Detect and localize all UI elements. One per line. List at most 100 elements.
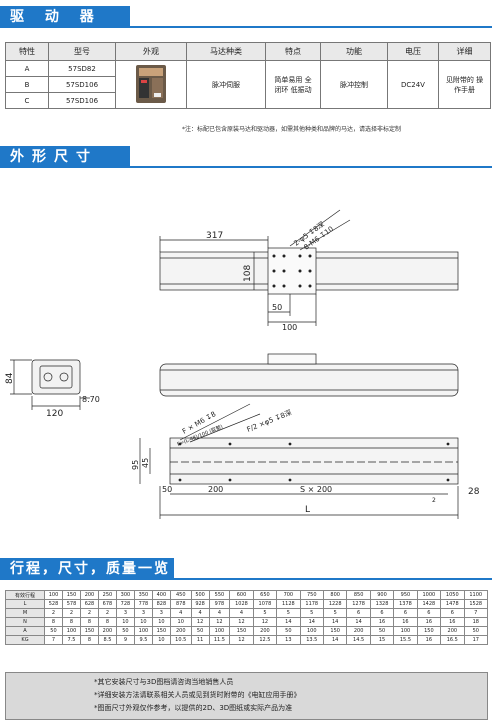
dim-200: 200 (208, 485, 223, 494)
table-cell: 12 (229, 635, 254, 645)
table-cell: 600 (229, 590, 254, 600)
table-cell: 50 (369, 626, 395, 636)
table-cell: 900 (369, 590, 395, 600)
table-cell: 528 (44, 599, 63, 609)
table-cell: 1528 (463, 599, 488, 609)
row-label: A (5, 626, 45, 636)
row-label: B (5, 76, 49, 93)
section-outline-title: 外形尺寸 (0, 146, 130, 168)
table-row: B 57SD106 (5, 76, 491, 93)
table-cell: 4 (169, 608, 192, 618)
table-cell: 50 (276, 626, 301, 636)
table-cell: 800 (322, 590, 348, 600)
motor-type-cell: 脉冲伺服 (186, 60, 266, 109)
table-cell: 1050 (440, 590, 465, 600)
table-cell: 3 (115, 608, 135, 618)
table-cell: 11 (190, 635, 210, 645)
dim-28: 28 (468, 487, 480, 497)
table-cell: 150 (151, 626, 171, 636)
table-cell: 200 (346, 626, 371, 636)
table-cell: 9 (115, 635, 135, 645)
table-cell: 928 (190, 599, 210, 609)
table-cell: 450 (169, 590, 192, 600)
table-cell: 150 (229, 626, 254, 636)
table-cell: 10 (151, 617, 171, 627)
table-cell: 12.5 (252, 635, 278, 645)
table-cell: 3 (133, 608, 153, 618)
note-line: *其它安装尺寸与3D图档请咨询当地销售人员 (94, 678, 234, 686)
row-label: C (5, 92, 49, 109)
table-cell: 8 (61, 617, 81, 627)
table-cell: 2 (61, 608, 81, 618)
table-cell: 6 (416, 608, 442, 618)
dim-108: 108 (243, 265, 253, 282)
table-cell: 14 (322, 617, 348, 627)
top-view (159, 209, 459, 326)
table-cell: 3 (151, 608, 171, 618)
voltage-cell: DC24V (387, 60, 439, 109)
table-cell: 6 (369, 608, 395, 618)
table-cell: 1100 (463, 590, 488, 600)
table-cell: 828 (151, 599, 171, 609)
model-cell: 57SD106 (48, 92, 116, 109)
drive-table: 特性 型号 外观 马达种类 特点 功能 电压 详细 A 57SD82 脉冲伺服 … (5, 42, 491, 109)
table-cell: 8 (97, 617, 117, 627)
table-cell: 7 (44, 635, 63, 645)
table-cell: 678 (97, 599, 117, 609)
table-cell: 14 (322, 635, 348, 645)
table-cell: 50 (44, 626, 63, 636)
header-cell: 电压 (387, 42, 439, 61)
table-cell: 8 (79, 617, 99, 627)
dim-s: S × 200 (300, 485, 332, 494)
table-cell: 6 (440, 608, 465, 618)
table-cell: 1128 (276, 599, 301, 609)
section-drive-title: 驱 动 器 (0, 6, 130, 28)
section-stroke-title: 行程，尺寸，质量一览表 (0, 558, 174, 599)
table-cell: 100 (393, 626, 418, 636)
table-cell: 12 (229, 617, 254, 627)
detail-cell: 见附带的 操作手册 (438, 60, 491, 109)
table-cell: 7.5 (61, 635, 81, 645)
table-cell: 15.5 (393, 635, 418, 645)
table-cell: 1378 (393, 599, 418, 609)
header-cell: 型号 (48, 42, 116, 61)
table-cell: 750 (299, 590, 324, 600)
dim-50-bottom: 50 (162, 485, 172, 494)
table-cell: 10 (115, 617, 135, 627)
dim-l: L (305, 505, 310, 515)
table-cell: 2 (44, 608, 63, 618)
table-cell: 1228 (322, 599, 348, 609)
model-cell: 57SD82 (48, 60, 116, 77)
table-cell: 14.5 (346, 635, 371, 645)
section-stroke-rule (0, 578, 492, 580)
row-label: N (5, 617, 45, 627)
table-cell: 10 (151, 635, 171, 645)
table-cell: 400 (151, 590, 171, 600)
table-cell: 6 (393, 608, 418, 618)
row-label: 有效行程 (5, 590, 45, 600)
table-cell: 650 (252, 590, 278, 600)
table-cell: 150 (416, 626, 442, 636)
table-cell: 200 (97, 626, 117, 636)
note-line: *图面尺寸外观仅作参考，以提供的2D、3D图纸或实际产品为准 (94, 704, 293, 712)
row-label: M (5, 608, 45, 618)
table-cell: 11.5 (208, 635, 231, 645)
table-cell: 16 (416, 617, 442, 627)
side-view (159, 353, 459, 397)
driver-photo (136, 64, 166, 103)
table-cell: 100 (61, 626, 81, 636)
table-cell: 100 (208, 626, 231, 636)
header-cell: 马达种类 (186, 42, 266, 61)
table-cell: 12 (208, 617, 231, 627)
table-cell: 9.5 (133, 635, 153, 645)
table-cell: 10.5 (169, 635, 192, 645)
table-cell: 8.5 (97, 635, 117, 645)
table-cell: 1328 (369, 599, 395, 609)
table-cell: 1078 (252, 599, 278, 609)
table-cell: 5 (322, 608, 348, 618)
table-cell: 8 (44, 617, 63, 627)
header-cell: 功能 (320, 42, 388, 61)
